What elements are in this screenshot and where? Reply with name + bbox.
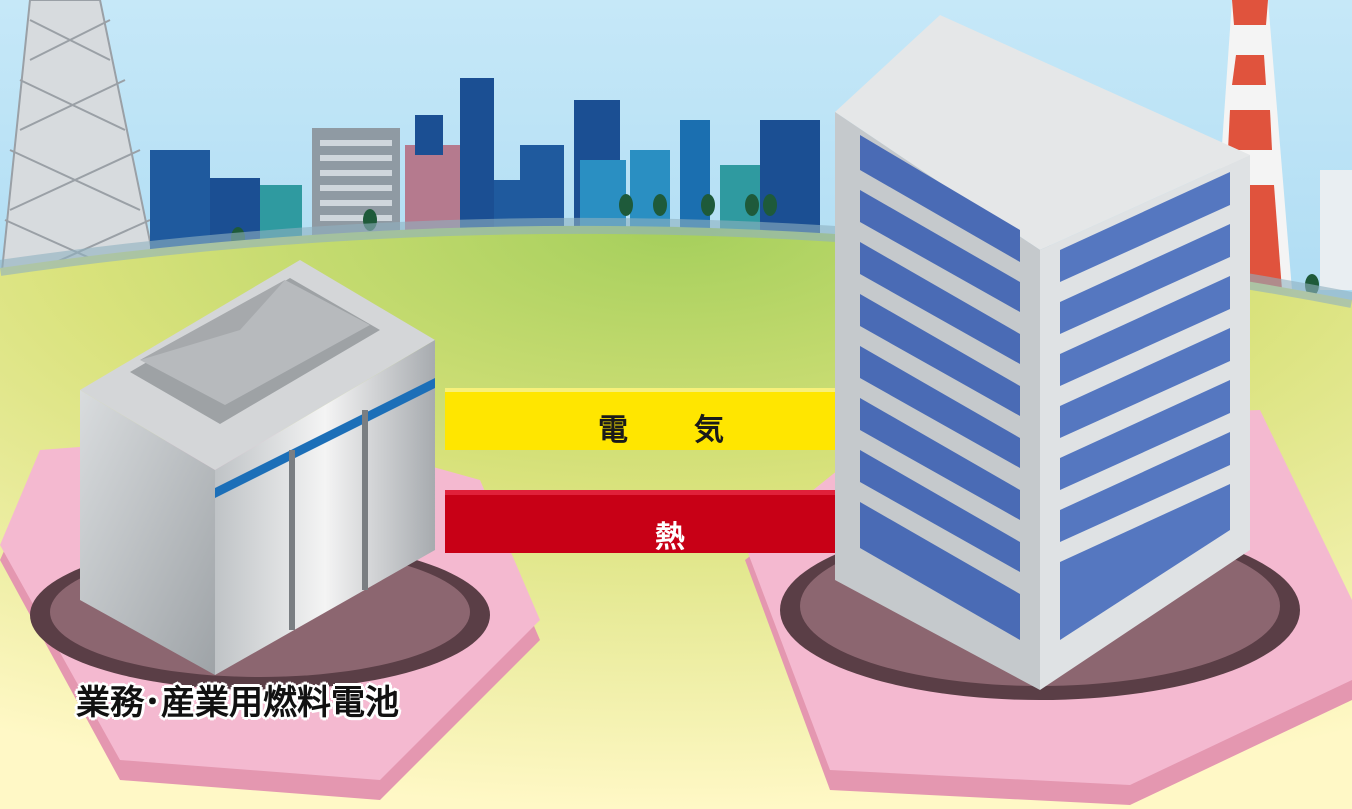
heat-arrow	[445, 475, 890, 570]
electricity-arrow	[445, 372, 890, 468]
heat-label: 熱	[655, 520, 685, 555]
office-building	[835, 15, 1250, 690]
fuel-cell-caption: 業務･産業用燃料電池	[76, 683, 399, 723]
fuel-cell-unit	[80, 260, 435, 675]
electricity-label: 電 気	[598, 413, 742, 448]
